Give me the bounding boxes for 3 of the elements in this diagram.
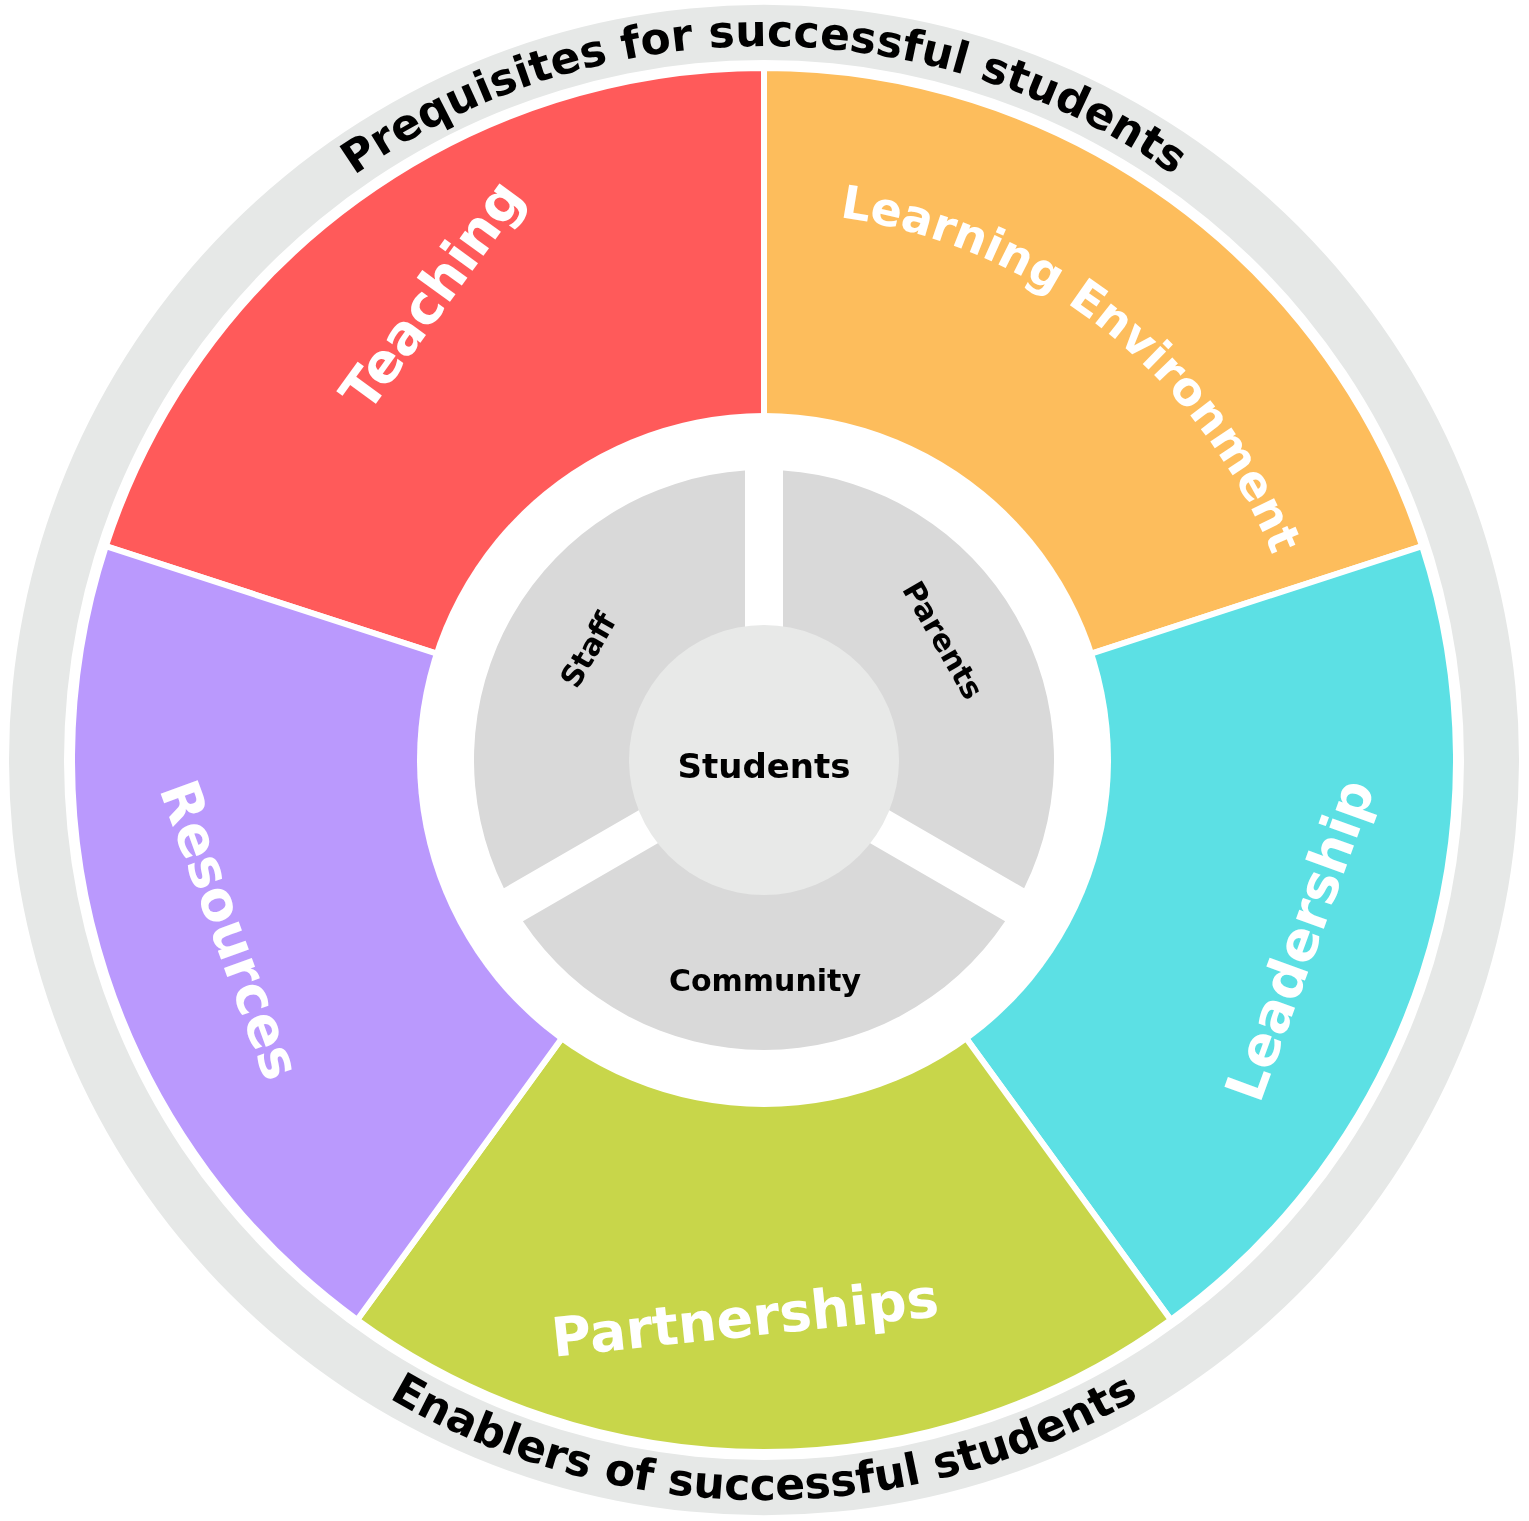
sector-label: Partnerships — [548, 1266, 942, 1370]
center-label: Students — [677, 746, 851, 786]
sector-label: Community — [669, 962, 861, 998]
